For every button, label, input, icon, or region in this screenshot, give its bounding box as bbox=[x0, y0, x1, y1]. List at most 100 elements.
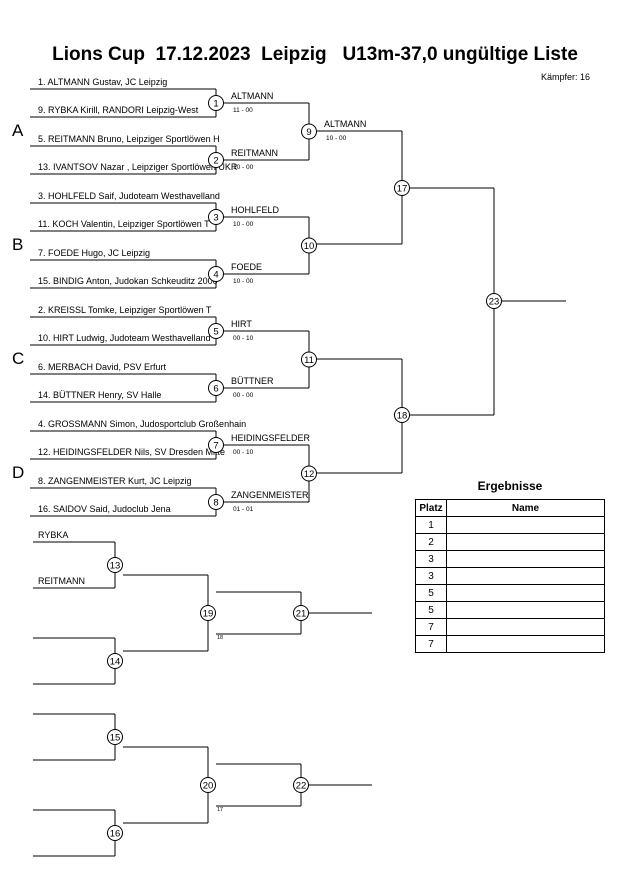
fight-23 bbox=[486, 293, 502, 309]
place-cell: 3 bbox=[415, 550, 447, 568]
fight-5-number: 5 bbox=[213, 327, 218, 338]
fight-score: 00 - 00 bbox=[233, 392, 254, 399]
winner-name: HIRT bbox=[231, 319, 252, 329]
competitor-entry: 4. GROSSMANN Simon, Judosportclub Großen… bbox=[38, 419, 246, 429]
fight-9 bbox=[301, 123, 317, 140]
place-cell: 2 bbox=[415, 533, 447, 551]
fight-18-number: 18 bbox=[397, 411, 408, 422]
fight-7 bbox=[208, 437, 224, 453]
fight-score: 01 - 01 bbox=[233, 506, 254, 513]
fight-1 bbox=[208, 95, 224, 111]
table-row: 7 bbox=[415, 618, 605, 636]
competitor-entry: 10. HIRT Ludwig, Judoteam Westhavelland bbox=[38, 333, 211, 343]
pool-label: C bbox=[12, 349, 24, 368]
fight-7-number: 7 bbox=[213, 441, 218, 452]
rep1-fight-14 bbox=[107, 653, 123, 669]
fight-score: 11 - 00 bbox=[233, 107, 253, 114]
competitor-entry: 8. ZANGENMEISTER Kurt, JC Leipzig bbox=[38, 476, 192, 486]
fight-18 bbox=[394, 407, 410, 423]
winner-name: ZANGENMEISTER bbox=[231, 490, 309, 500]
name-cell bbox=[446, 635, 605, 653]
fight-3-number: 3 bbox=[213, 213, 218, 224]
name-cell bbox=[446, 567, 605, 585]
fight-11 bbox=[301, 351, 317, 368]
winner-name: FOEDE bbox=[231, 262, 262, 272]
competitor-entry: 3. HOHLFELD Saif, Judoteam Westhavelland bbox=[38, 191, 220, 201]
fight-1-number: 1 bbox=[213, 99, 218, 110]
winner-name: ALTMANN bbox=[231, 91, 273, 101]
pool-label: B bbox=[12, 235, 23, 254]
results-header-row: Platz Name bbox=[415, 499, 605, 517]
rep2-fight-20 bbox=[200, 777, 216, 793]
rep1-fight-19 bbox=[200, 605, 216, 621]
fight-8-number: 8 bbox=[213, 498, 218, 509]
table-row: 3 bbox=[415, 567, 605, 585]
rep1-fight-19-number: 19 bbox=[203, 609, 214, 620]
winner-name: BÜTTNER bbox=[231, 376, 274, 386]
fighter-count: Kämpfer: 16 bbox=[541, 72, 591, 82]
name-cell bbox=[446, 550, 605, 568]
rep2-fight-16-number: 16 bbox=[110, 829, 121, 840]
fight-17-number: 17 bbox=[397, 184, 408, 195]
table-row: 3 bbox=[415, 550, 605, 568]
place-cell: 1 bbox=[415, 516, 447, 534]
rep2-fight-20-number: 20 bbox=[203, 781, 214, 792]
rep1-fight-13 bbox=[107, 557, 123, 573]
repechage-entry: RYBKA bbox=[38, 530, 68, 540]
competitor-entry: 5. REITMANN Bruno, Leipziger Sportlöwen … bbox=[38, 134, 220, 144]
fight-23-number: 23 bbox=[489, 297, 500, 308]
winner-name: REITMANN bbox=[231, 148, 278, 158]
fight-score: 10 - 00 bbox=[233, 278, 254, 285]
name-cell bbox=[446, 533, 605, 551]
place-cell: 5 bbox=[415, 584, 447, 602]
fight-5 bbox=[208, 323, 224, 339]
fight-score: 00 - 10 bbox=[233, 335, 254, 342]
name-cell bbox=[446, 601, 605, 619]
table-row: 5 bbox=[415, 584, 605, 602]
fight-score: 10 - 00 bbox=[326, 135, 347, 142]
fight-4 bbox=[208, 266, 224, 282]
fight-8 bbox=[208, 494, 224, 510]
competitor-entry: 16. SAIDOV Said, Judoclub Jena bbox=[38, 504, 171, 514]
competitor-entry: 2. KREISSL Tomke, Leipziger Sportlöwen T bbox=[38, 305, 212, 315]
fight-score: 10 - 00 bbox=[233, 164, 254, 171]
fight-10 bbox=[301, 237, 317, 254]
fight-2 bbox=[208, 152, 224, 168]
competitor-entry: 11. KOCH Valentin, Leipziger Sportlöwen … bbox=[38, 219, 210, 229]
fight-2-number: 2 bbox=[213, 156, 218, 167]
place-cell: 3 bbox=[415, 567, 447, 585]
rep1-fight-14-number: 14 bbox=[110, 657, 121, 668]
fight-12 bbox=[301, 465, 317, 482]
repechage-entry: REITMANN bbox=[38, 576, 85, 586]
winner-name: HOHLFELD bbox=[231, 205, 280, 215]
rep1-fight-21-number: 21 bbox=[296, 609, 307, 620]
competitor-entry: 12. HEIDINGSFELDER Nils, SV Dresden Mitt… bbox=[38, 447, 225, 457]
fight-12-number: 12 bbox=[304, 469, 315, 480]
competitor-entry: 14. BÜTTNER Henry, SV Halle bbox=[38, 390, 161, 400]
name-cell bbox=[446, 584, 605, 602]
table-row: 5 bbox=[415, 601, 605, 619]
competitor-entry: 15. BINDIG Anton, Judokan Schkeuditz 200… bbox=[38, 276, 218, 286]
rep1-fight-13-number: 13 bbox=[110, 561, 121, 572]
winner-name: ALTMANN bbox=[324, 119, 366, 129]
winner-name: HEIDINGSFELDER bbox=[231, 433, 311, 443]
fight-10-number: 10 bbox=[304, 241, 315, 252]
repechage-note: 18 bbox=[217, 635, 223, 641]
col-header-place: Platz bbox=[415, 499, 447, 517]
fight-11-number: 11 bbox=[304, 355, 314, 366]
competitor-entry: 9. RYBKA Kirill, RANDORI Leipzig-West bbox=[38, 105, 199, 115]
rep2-fight-22 bbox=[293, 777, 309, 793]
pool-label: D bbox=[12, 463, 24, 482]
rep1-fight-21 bbox=[293, 605, 309, 621]
name-cell bbox=[446, 516, 605, 534]
rep2-fight-15-number: 15 bbox=[110, 733, 121, 744]
rep2-fight-16 bbox=[107, 825, 123, 841]
page-title: Lions Cup 17.12.2023 Leipzig U13m-37,0 u… bbox=[52, 44, 578, 65]
table-row: 1 bbox=[415, 516, 605, 534]
competitor-entry: 6. MERBACH David, PSV Erfurt bbox=[38, 362, 167, 372]
fight-score: 10 - 00 bbox=[233, 221, 254, 228]
fight-3 bbox=[208, 209, 224, 225]
place-cell: 7 bbox=[415, 618, 447, 636]
